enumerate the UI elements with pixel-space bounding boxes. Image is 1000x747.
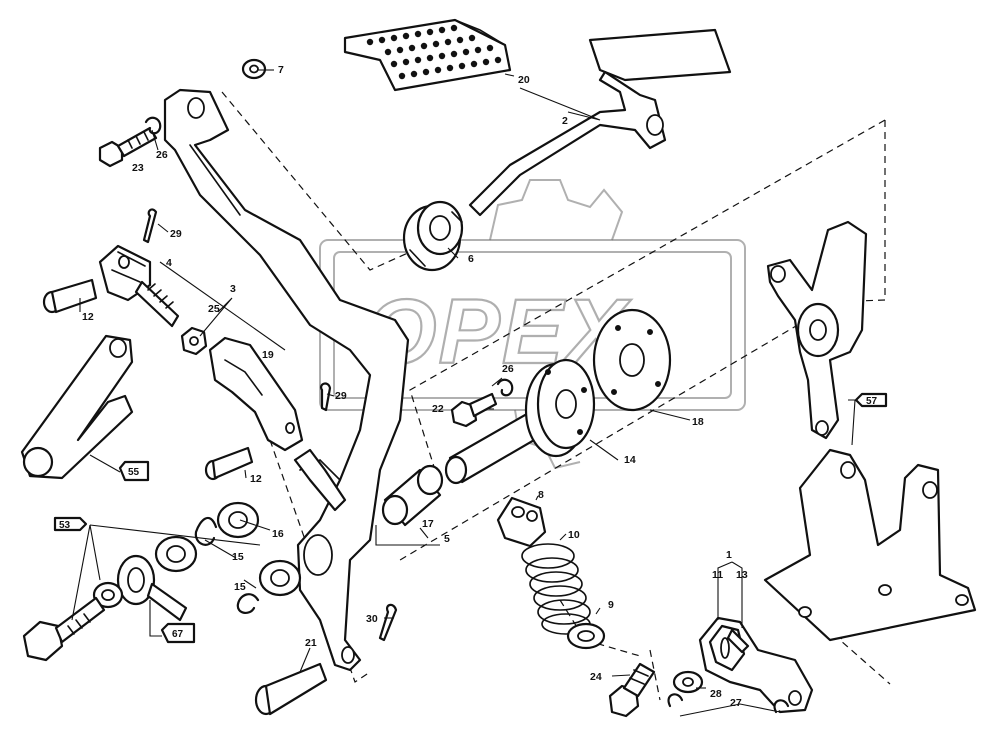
clevis-4 <box>98 244 180 328</box>
callout-19: 19 <box>262 349 274 361</box>
washer-28 <box>672 670 704 694</box>
reference-boxes: 53 55 57 67 <box>53 392 888 644</box>
svg-text:55: 55 <box>128 467 140 478</box>
fork-55 <box>20 334 134 480</box>
cotter-pin-29-mid <box>320 382 332 412</box>
ref-box-55: 55 <box>118 460 150 482</box>
bushing-6 <box>402 200 464 272</box>
opex-watermark: OPEX <box>319 179 746 470</box>
callout-10: 10 <box>568 529 580 541</box>
lock-washer-26-mid <box>496 378 514 397</box>
callouts: 1 2 3 4 5 6 7 8 9 10 11 12 12 13 14 15 1… <box>82 64 748 709</box>
bolt-22 <box>450 392 498 428</box>
callout-26-top: 26 <box>156 149 168 161</box>
bolt-23 <box>98 126 158 168</box>
bolt-24 <box>608 662 656 718</box>
callout-8: 8 <box>538 489 544 501</box>
svg-text:67: 67 <box>172 629 184 640</box>
callout-12-top: 12 <box>82 311 94 323</box>
callout-13: 13 <box>736 569 748 581</box>
callout-14: 14 <box>624 454 636 466</box>
callout-9: 9 <box>608 599 614 611</box>
callout-7: 7 <box>278 64 284 76</box>
callout-6: 6 <box>468 253 474 265</box>
callout-22: 22 <box>432 403 444 415</box>
pin-12-top <box>42 278 98 314</box>
flange-plate-18 <box>592 308 672 412</box>
callout-29-mid: 29 <box>335 390 347 402</box>
bellcrank-57 <box>766 220 868 440</box>
bushing-17 <box>381 464 444 527</box>
bracket-19 <box>208 336 304 452</box>
lock-washer-27a <box>667 693 684 708</box>
switch-assembly <box>698 616 814 714</box>
callout-16: 16 <box>272 528 284 540</box>
shaft-14 <box>444 358 596 485</box>
watermark-text: OPEX <box>365 281 631 383</box>
svg-text:53: 53 <box>59 520 71 531</box>
callout-23: 23 <box>132 162 144 174</box>
callout-27: 27 <box>730 697 742 709</box>
pin-12-bottom <box>204 446 254 481</box>
svg-text:57: 57 <box>866 396 878 407</box>
callout-18: 18 <box>692 416 704 428</box>
washer-set <box>154 501 302 614</box>
pedal-arm <box>468 28 732 217</box>
callout-11: 11 <box>712 569 723 581</box>
callout-5: 5 <box>444 533 450 545</box>
clutch-lever <box>163 88 410 672</box>
pin-21 <box>254 662 328 716</box>
callout-29-top: 29 <box>170 228 182 240</box>
callout-17: 17 <box>422 518 434 530</box>
spring-10 <box>521 543 591 635</box>
callout-15-b: 15 <box>234 581 246 593</box>
callout-3: 3 <box>230 283 236 295</box>
callout-15-a: 15 <box>232 551 244 563</box>
callout-20: 20 <box>518 74 530 86</box>
ref-box-57: 57 <box>854 392 888 408</box>
callout-24: 24 <box>590 671 602 683</box>
cotter-pin-29-top <box>142 208 158 244</box>
callout-30: 30 <box>366 613 378 625</box>
washer-9 <box>566 622 606 650</box>
callout-28: 28 <box>710 688 722 700</box>
spring-cap-8 <box>496 496 547 548</box>
nut-3 <box>180 326 208 356</box>
callout-25: 25 <box>208 303 220 315</box>
callout-26-mid: 26 <box>502 363 514 375</box>
leader-lines <box>71 69 856 717</box>
ref-box-67: 67 <box>160 622 196 644</box>
eye-bolt-67 <box>116 554 188 622</box>
callout-21: 21 <box>305 637 317 649</box>
cotter-pin-30 <box>378 603 398 642</box>
callout-1: 1 <box>726 549 732 561</box>
callout-12-bottom: 12 <box>250 473 262 485</box>
washer-7 <box>241 58 267 80</box>
lock-washer-27b <box>773 699 790 714</box>
mount-bracket <box>763 448 977 642</box>
lock-washer-26-top <box>144 116 162 135</box>
pedal-pad <box>343 18 512 92</box>
callout-4: 4 <box>166 257 172 269</box>
callout-2: 2 <box>562 115 568 127</box>
bolt-53 <box>22 581 124 662</box>
ref-box-53: 53 <box>53 516 88 532</box>
